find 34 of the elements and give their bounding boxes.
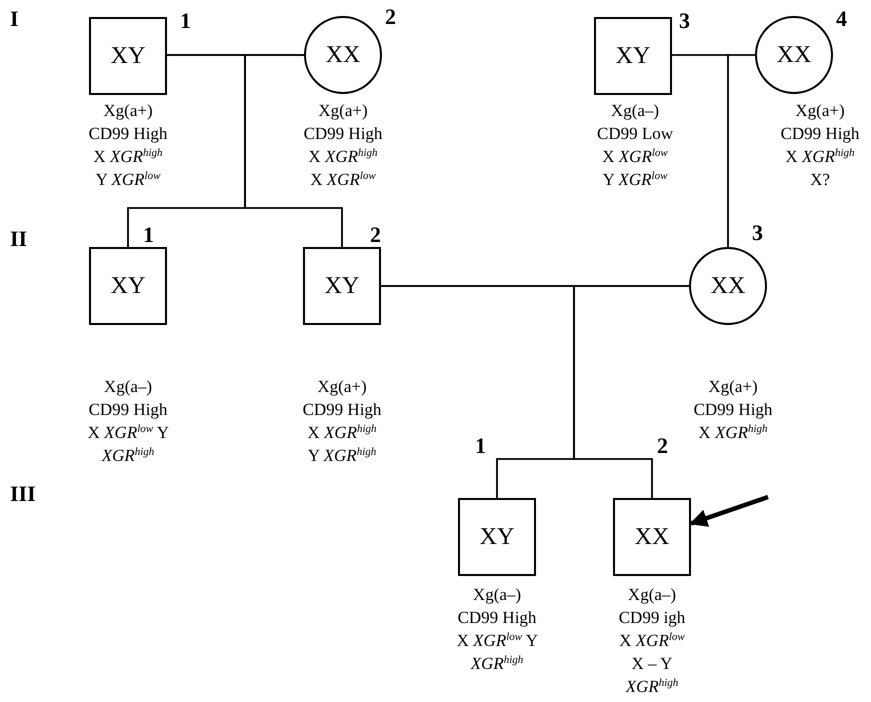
individual-number: 2 xyxy=(370,224,381,246)
phenotype-text: Xg(a–) CD99 igh X XGR$^{low}$ X – Y XGR$^{high}$ xyxy=(618,584,686,698)
pedigree-line xyxy=(573,285,689,498)
individual-number: 2 xyxy=(657,435,668,457)
male-square: XY xyxy=(89,17,167,95)
male-square: XY xyxy=(458,498,536,576)
individual-number: 1 xyxy=(475,435,486,457)
phenotype-text: Xg(a+) CD99 High X XGR$^{high}$ X? xyxy=(780,100,860,191)
pedigree-line xyxy=(244,54,343,247)
phenotype-text: Xg(a+) CD99 High X XGR$^{high}$ Y XGR$^{high}$ xyxy=(302,376,382,467)
individual-number: 4 xyxy=(836,8,847,30)
male-square: XY xyxy=(303,247,381,325)
phenotype-text: Xg(a+) CD99 High X XGR$^{high}$ xyxy=(692,376,774,444)
individual-number: 1 xyxy=(143,224,154,246)
phenotype-text: Xg(a+) CD99 High X XGR$^{high}$ X XGR$^{low}$ xyxy=(302,100,384,191)
generation-label: I xyxy=(10,8,19,30)
male-square: XY xyxy=(89,247,167,325)
arrow xyxy=(689,494,769,527)
generation-label: II xyxy=(10,228,28,250)
phenotype-text: Xg(a–) CD99 Low X XGR$^{low}$ Y XGR$^{low}$ xyxy=(596,100,674,191)
phenotype-text: Xg(a–) CD99 High X XGR$^{low}$ Y XGR$^{high}$ xyxy=(456,584,538,675)
pedigree-line xyxy=(727,54,755,247)
generation-label: III xyxy=(10,483,36,505)
individual-number: 2 xyxy=(385,6,396,28)
individual-number: 3 xyxy=(679,10,690,32)
female-circle: XX xyxy=(304,16,382,94)
male-square: XX xyxy=(613,498,691,576)
male-square: XY xyxy=(594,17,672,95)
individual-number: 3 xyxy=(752,222,763,244)
female-circle: XX xyxy=(689,247,767,325)
phenotype-text: Xg(a+) CD99 High X XGR$^{high}$ Y XGR$^{low}$ xyxy=(88,100,168,191)
female-circle: XX xyxy=(755,16,833,94)
individual-number: 1 xyxy=(180,10,191,32)
phenotype-text: Xg(a–) CD99 High X XGR$^{low}$ Y XGR$^{high}$ xyxy=(86,376,170,467)
